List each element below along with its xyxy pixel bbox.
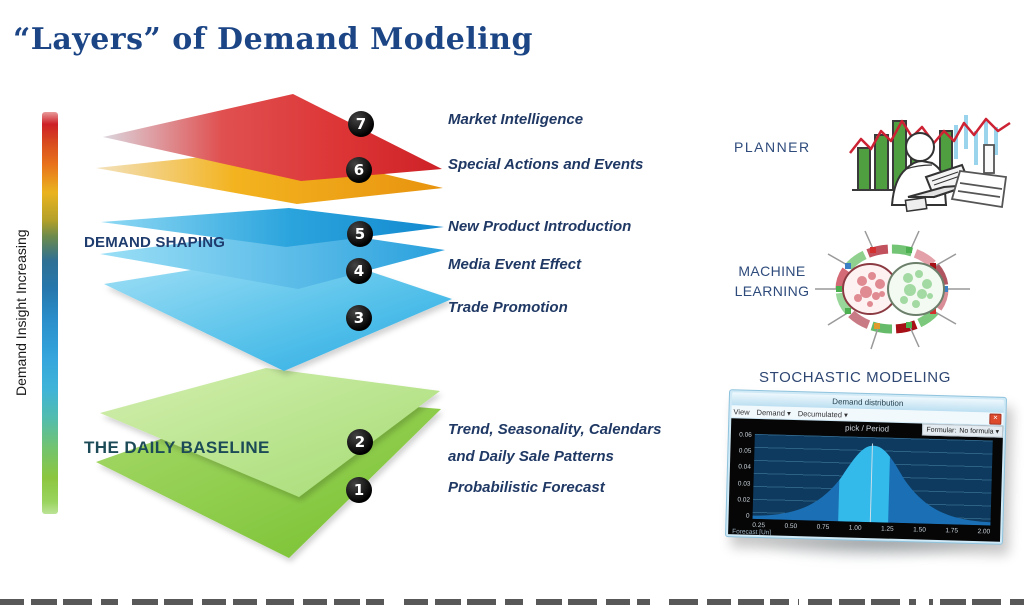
layer-1-label: Probabilistic Forecast — [448, 479, 605, 496]
layer-6-label: Special Actions and Events — [448, 156, 644, 173]
layer-4-badge: 4 — [346, 258, 372, 284]
planner-illustration — [849, 115, 1011, 213]
calculator-sketch — [904, 196, 928, 213]
chart-footer-label: Forecast [Un] — [732, 528, 772, 537]
distribution-chart: pick / Period Formular: No formula ▾ 0.0… — [728, 418, 1004, 542]
layer-6-sheet — [96, 149, 443, 204]
layer-1-badge: 1 — [346, 477, 372, 503]
layer-7-label: Market Intelligence — [448, 111, 584, 128]
y-tick: 0 — [745, 512, 750, 520]
stochastic-modeling-heading: STOCHASTIC MODELING — [759, 369, 951, 386]
formula-selector: Formular: No formula ▾ — [922, 423, 1004, 438]
formula-label: Formular: — [926, 426, 957, 435]
cluster-left — [842, 263, 898, 315]
spokes — [815, 230, 970, 350]
y-tick: 0.05 — [738, 447, 752, 455]
close-icon: ✕ — [989, 412, 1002, 425]
layer-5-label: New Product Introduction — [448, 218, 632, 235]
x-tick: 1.75 — [945, 527, 959, 535]
page-title: “Layers” of Demand Modeling — [13, 22, 533, 57]
y-tick: 0.06 — [739, 431, 752, 439]
daily-baseline-label: THE DAILY BASELINE — [84, 438, 270, 457]
candlestick-sketch — [954, 115, 998, 165]
y-axis-ticks: 0.06 0.05 0.04 0.03 0.02 0 — [731, 431, 752, 520]
demand-shaping-label: DEMAND SHAPING — [84, 234, 226, 251]
x-tick: 0.75 — [816, 523, 830, 531]
cluster-right — [887, 262, 945, 316]
paper-stack-sketch — [950, 144, 1008, 209]
formula-value: No formula ▾ — [959, 427, 1000, 436]
planner-heading: PLANNER — [734, 139, 811, 155]
y-tick: 0.04 — [738, 463, 752, 472]
layer-3-label: Trade Promotion — [448, 299, 568, 316]
layer-3-badge: 3 — [346, 305, 372, 331]
menu-item-view: View — [733, 406, 750, 417]
x-tick: 1.25 — [880, 525, 894, 533]
layer-5-badge: 5 — [347, 221, 373, 247]
machine-learning-heading: MACHINE LEARNING — [734, 263, 810, 300]
machine-learning-illustration — [815, 230, 970, 350]
menu-item-demand: Demand ▾ — [756, 407, 791, 418]
y-tick: 0.02 — [737, 496, 751, 504]
layer-2-sheet — [100, 368, 440, 497]
layer-7-badge: 7 — [348, 111, 374, 137]
layer-6-badge: 6 — [346, 157, 372, 183]
bell-curve-plot — [752, 433, 993, 526]
bell-curve-svg — [752, 443, 991, 526]
demand-distribution-window: Demand distribution View Demand ▾ Decumu… — [724, 389, 1008, 545]
y-tick: 0.03 — [737, 479, 751, 488]
layer-2-badge: 2 — [347, 429, 373, 455]
cropped-barcode-strip — [0, 599, 1024, 605]
demand-insight-gradient-bar — [42, 112, 58, 514]
x-tick: 1.50 — [913, 526, 926, 534]
x-tick: 0.50 — [784, 522, 798, 531]
x-tick: 2.00 — [977, 528, 991, 536]
layer-2-label: Trend, Seasonality, Calendars and Daily … — [448, 421, 662, 465]
x-tick: 1.00 — [848, 524, 862, 532]
menu-item-decumulated: Decumulated ▾ — [797, 408, 848, 419]
mean-line — [869, 443, 873, 523]
layer-4-label: Media Event Effect — [448, 256, 582, 273]
